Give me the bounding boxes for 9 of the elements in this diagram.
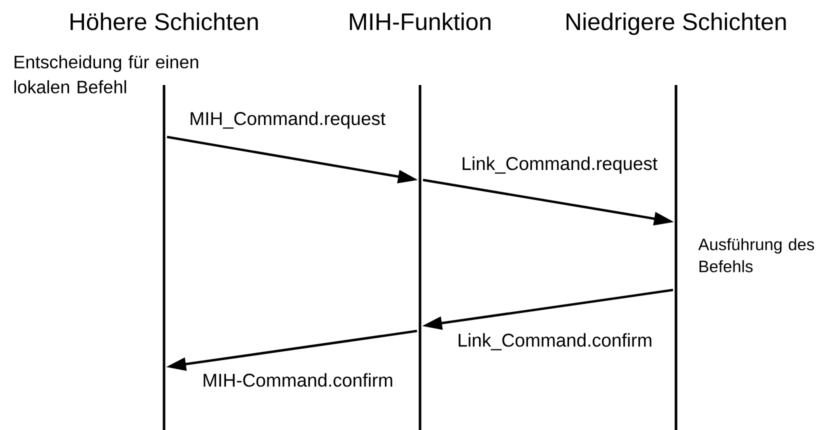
lifeline-heading: Höhere Schichten bbox=[70, 12, 258, 30]
note: Entscheidung für einen lokalen Befehl bbox=[14, 55, 198, 94]
note: Ausführung des Befehls bbox=[698, 238, 814, 272]
edge-label: Link_Command.confirm bbox=[458, 333, 652, 350]
edge-label: MIH_Command.request bbox=[190, 112, 386, 129]
lifeline-heading: MIH-Funktion bbox=[350, 12, 490, 30]
lifeline-heading: Niedrigere Schichten bbox=[566, 12, 786, 35]
edge-label: MIH-Command.confirm bbox=[204, 373, 392, 387]
edge-label: Link_Command.request bbox=[462, 156, 658, 174]
